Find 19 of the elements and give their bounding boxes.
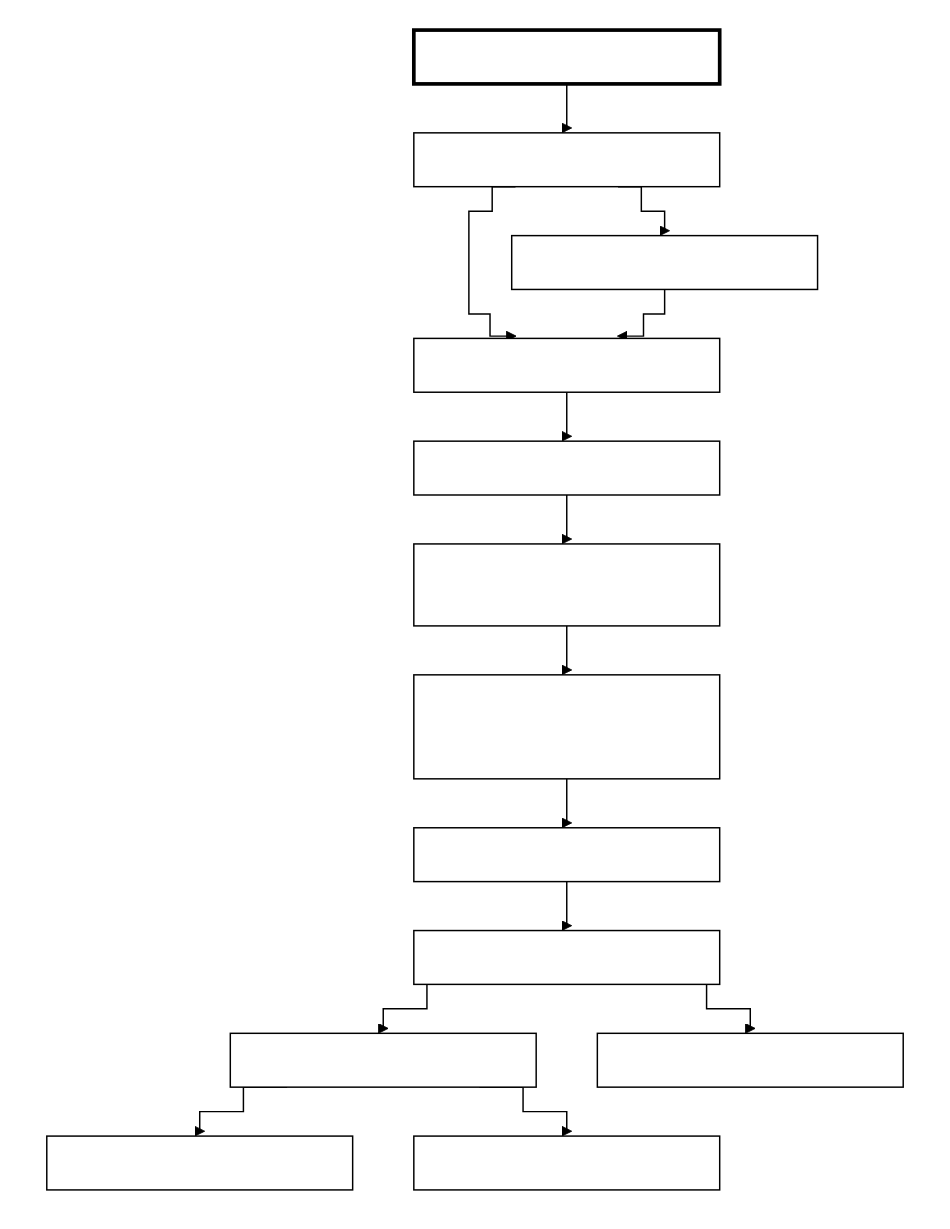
- node-box: [413, 929, 721, 986]
- node-box: [413, 440, 721, 496]
- arrow: [561, 625, 573, 676]
- arrow: [561, 494, 573, 545]
- node-box: [413, 1135, 721, 1191]
- arrow: [561, 83, 573, 134]
- node-box: [510, 234, 819, 291]
- node-box: [46, 1135, 354, 1191]
- node-box: [412, 28, 722, 86]
- node-box: [413, 337, 721, 393]
- node-box: [413, 674, 721, 780]
- node-box: [413, 543, 721, 627]
- node-box: [413, 132, 721, 188]
- arrow: [561, 778, 573, 829]
- node-box: [596, 1032, 904, 1088]
- arrow: [561, 391, 573, 442]
- arrow: [561, 880, 573, 932]
- node-box: [229, 1032, 537, 1088]
- node-box: [413, 827, 721, 883]
